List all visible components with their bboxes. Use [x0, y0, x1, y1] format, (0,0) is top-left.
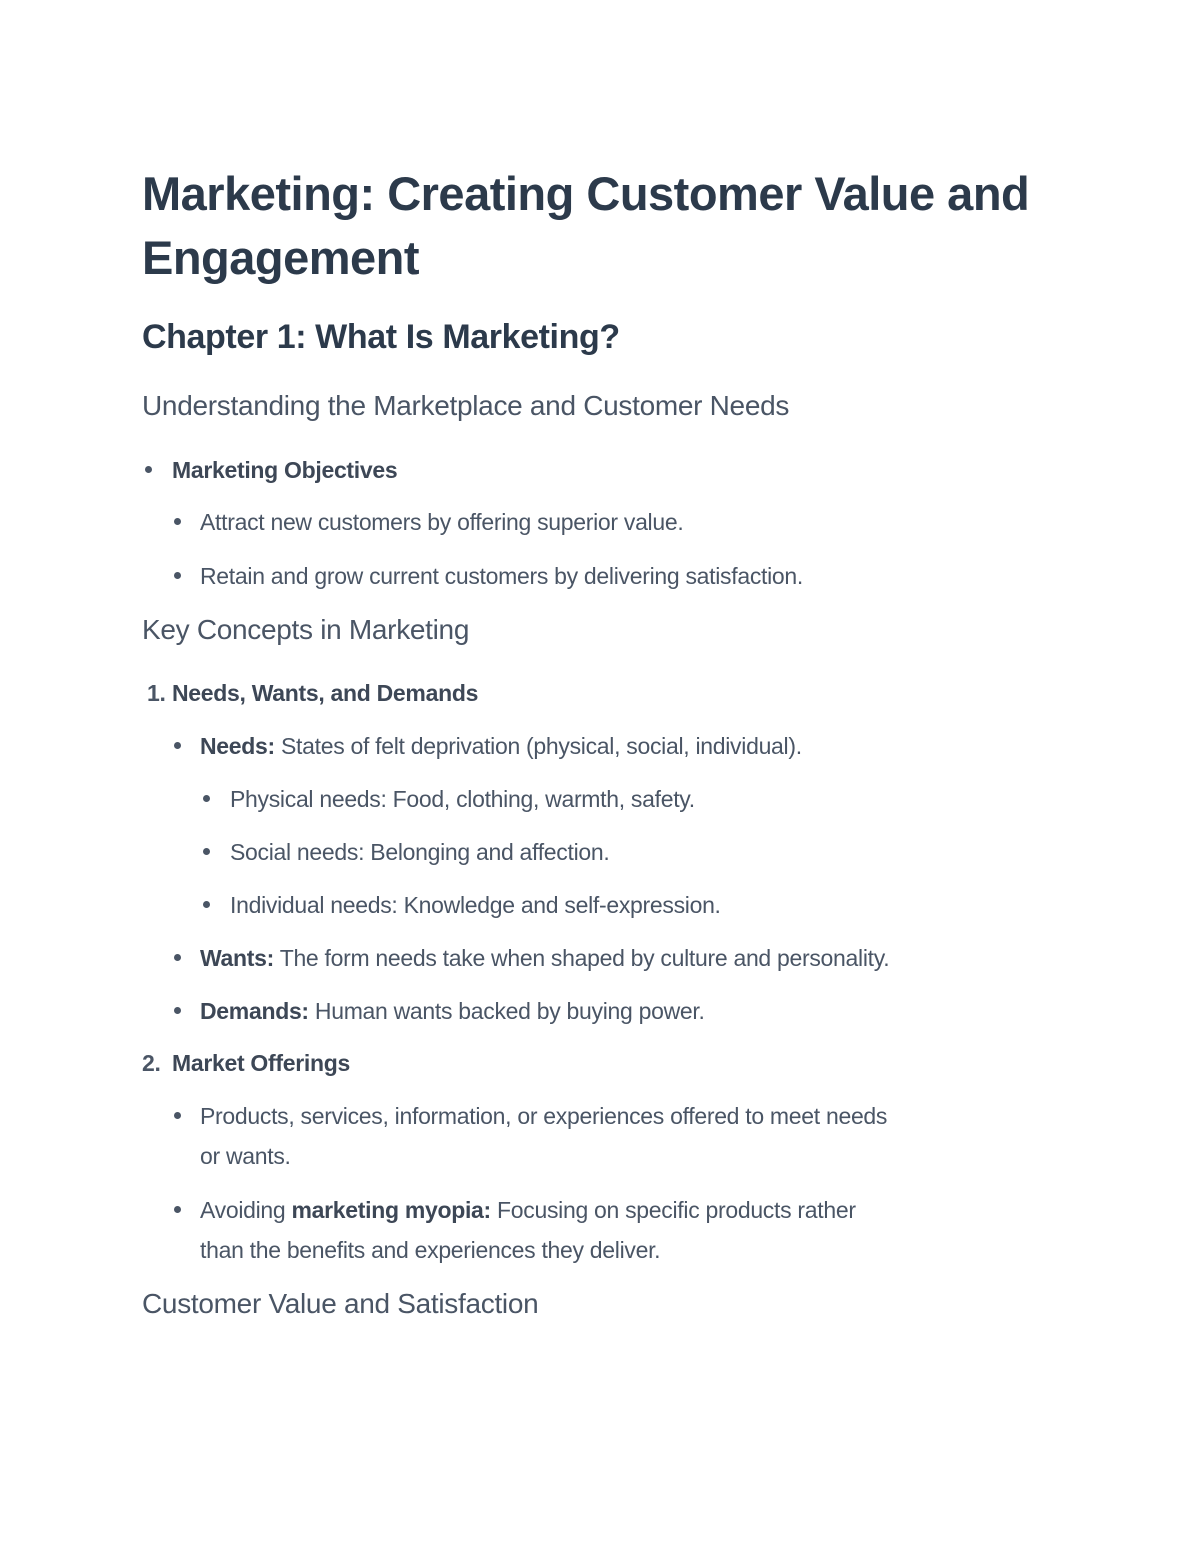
list-item-products-line1: Products, services, information, or expe…: [200, 1103, 888, 1129]
list-number: 2.: [142, 1050, 161, 1076]
list-number: 1.: [147, 680, 166, 706]
bullet-icon: [174, 1206, 181, 1213]
bullet-icon: [203, 848, 210, 855]
numbered-item-needs-wants-demands: Needs, Wants, and Demands: [172, 673, 478, 713]
definition: States of felt deprivation (physical, so…: [274, 733, 802, 759]
list-item-marketing-objectives: Marketing Objectives: [172, 450, 398, 490]
section-heading-marketplace: Understanding the Marketplace and Custom…: [142, 390, 790, 421]
bullet-icon: [203, 795, 210, 802]
list-item-products-line2: or wants.: [200, 1143, 291, 1169]
bullet-icon: [174, 518, 181, 525]
bullet-icon: [203, 901, 210, 908]
term: Wants:: [200, 945, 275, 971]
chapter-heading: Chapter 1: What Is Marketing?: [142, 318, 620, 356]
list-item-myopia-line1: Avoiding marketing myopia: Focusing on s…: [200, 1190, 856, 1230]
item-label: Marketing Objectives: [172, 457, 398, 483]
list-item: Retain and grow current customers by del…: [200, 563, 803, 589]
bullet-icon: [174, 1007, 181, 1014]
list-item: Individual needs: Knowledge and self-exp…: [230, 892, 721, 918]
section-heading-customer-value: Customer Value and Satisfaction: [142, 1288, 539, 1319]
term: Needs:: [200, 733, 275, 759]
list-item: Attract new customers by offering superi…: [200, 509, 684, 535]
bullet-icon: [174, 1112, 181, 1119]
bullet-icon: [174, 954, 181, 961]
list-item-demands: Demands: Human wants backed by buying po…: [200, 991, 705, 1031]
prefix: Avoiding: [200, 1197, 292, 1223]
term: marketing myopia:: [291, 1197, 492, 1223]
list-item-wants: Wants: The form needs take when shaped b…: [200, 938, 890, 978]
term: Demands:: [200, 998, 309, 1024]
list-item: Physical needs: Food, clothing, warmth, …: [230, 786, 695, 812]
definition: Human wants backed by buying power.: [308, 998, 705, 1024]
document-title: Marketing: Creating Customer Value and E…: [142, 167, 1030, 284]
bullet-icon: [174, 572, 181, 579]
bullet-icon: [145, 466, 152, 473]
definition: The form needs take when shaped by cultu…: [274, 945, 890, 971]
list-item-needs: Needs: States of felt deprivation (physi…: [200, 726, 802, 766]
item-label: Needs, Wants, and Demands: [172, 680, 479, 706]
bullet-icon: [174, 742, 181, 749]
definition: Focusing on specific products rather: [490, 1197, 856, 1223]
numbered-item-market-offerings: Market Offerings: [172, 1043, 350, 1083]
list-item: Social needs: Belonging and affection.: [230, 839, 610, 865]
list-item-myopia-line2: than the benefits and experiences they d…: [200, 1237, 661, 1263]
section-heading-key-concepts: Key Concepts in Marketing: [142, 614, 470, 645]
item-label: Market Offerings: [172, 1050, 350, 1076]
